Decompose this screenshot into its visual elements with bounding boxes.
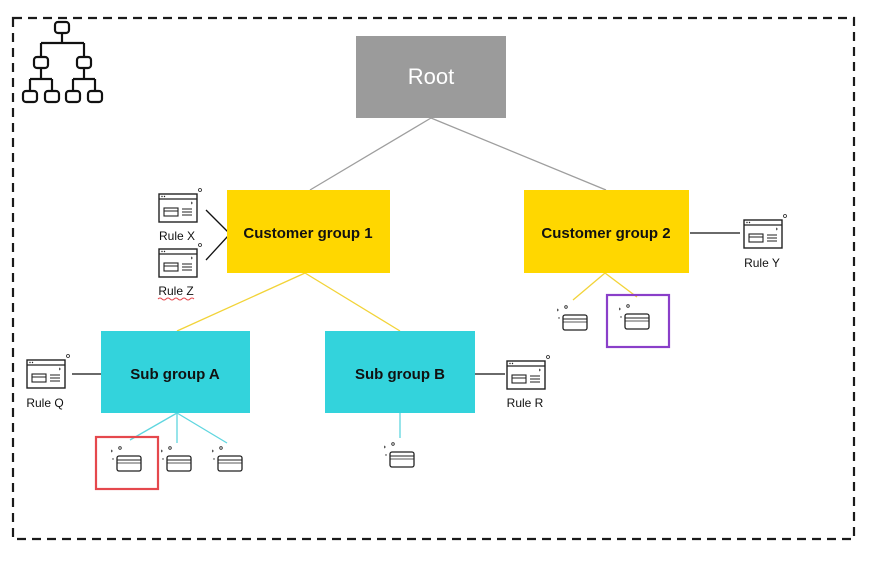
rule-r-label: Rule R [507, 396, 544, 410]
rule-y-icon [743, 213, 788, 249]
sub-group-b-box [325, 331, 475, 413]
card-icon[interactable] [211, 446, 243, 472]
sub-group-a-label: Sub group A [130, 366, 220, 383]
customer-group-1-node[interactable]: Customer group 1 [227, 190, 390, 273]
diagram-dashed-border [11, 16, 856, 541]
edge-sub-group-a-to-card-1 [129, 412, 178, 441]
rule-y[interactable]: Rule Y [743, 213, 788, 271]
highlight-box-red [94, 435, 160, 491]
rule-q[interactable]: Rule Q [26, 353, 71, 411]
sub-group-b-node[interactable]: Sub group B [325, 331, 475, 413]
rule-x[interactable]: Rule X [158, 187, 203, 244]
customer-group-1-box [227, 190, 390, 273]
edge-rule-x [205, 209, 229, 233]
org-chart-icon [21, 20, 104, 104]
rule-q-icon [26, 353, 71, 389]
edge-customer-group-2-to-card-2 [604, 272, 638, 298]
edge-sub-group-a-to-card-3 [176, 412, 228, 444]
root-node-box [356, 36, 506, 118]
card-icon[interactable] [160, 446, 192, 472]
edge-customer-group-2-to-card-1 [572, 272, 606, 301]
rule-r[interactable]: Rule R [506, 354, 551, 411]
sub-group-a-box [101, 331, 250, 413]
card-icon[interactable] [383, 442, 415, 468]
sub-group-b-label: Sub group B [355, 366, 445, 383]
card-icon[interactable] [110, 446, 142, 472]
edge-customer-group-1-to-sub-group-a [176, 272, 306, 332]
edge-rule-z [205, 235, 229, 261]
customer-group-1-label: Customer group 1 [243, 225, 372, 242]
edge-customer-group-1-to-sub-group-b [304, 272, 401, 332]
customer-group-2-label: Customer group 2 [541, 225, 670, 242]
root-node-label: Root [408, 64, 454, 89]
sub-group-a-node[interactable]: Sub group A [101, 331, 250, 413]
rule-y-label: Rule Y [744, 256, 780, 270]
customer-group-2-box [524, 190, 689, 273]
rule-z-icon [158, 242, 203, 278]
rule-z[interactable]: Rule Z [157, 242, 203, 301]
rule-r-icon [506, 354, 551, 390]
rule-z-label: Rule Z [158, 284, 193, 298]
root-node[interactable]: Root [356, 36, 506, 118]
edge-root-to-customer-group-1 [309, 117, 432, 191]
spellcheck-underline [157, 297, 195, 301]
highlight-box-purple [605, 293, 671, 349]
rule-x-icon [158, 187, 203, 223]
edge-root-to-customer-group-2 [430, 117, 607, 191]
rule-q-label: Rule Q [26, 396, 63, 410]
customer-group-2-node[interactable]: Customer group 2 [524, 190, 689, 273]
card-icon[interactable] [556, 305, 588, 331]
rule-x-label: Rule X [159, 229, 195, 243]
card-icon[interactable] [618, 304, 650, 330]
